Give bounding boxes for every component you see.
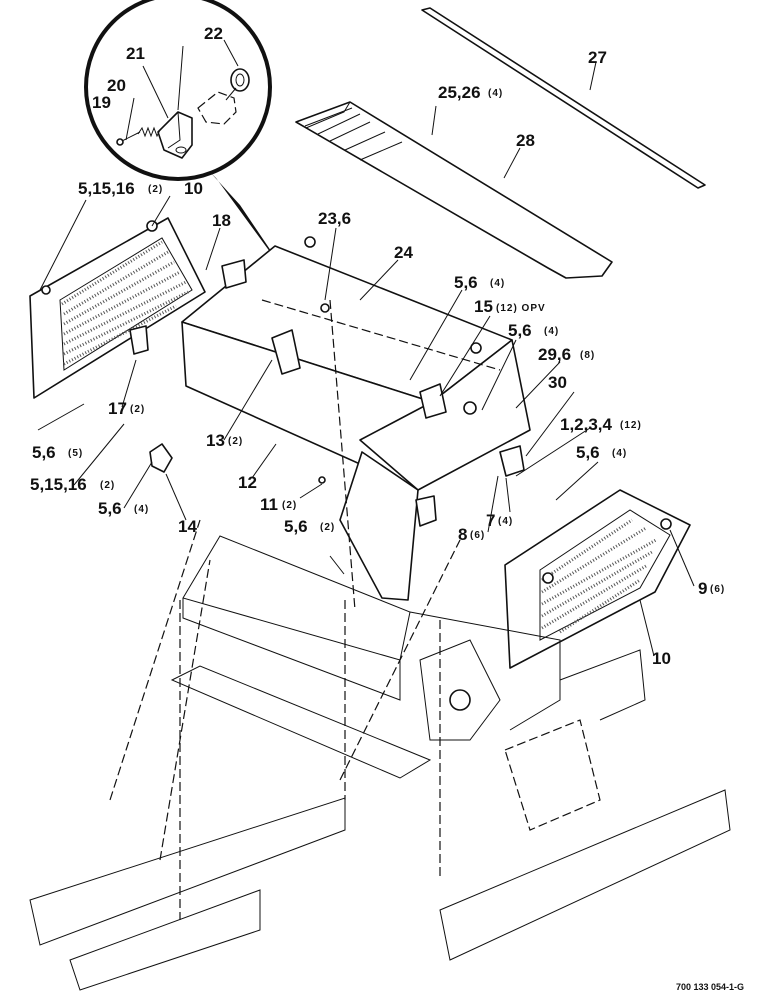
- callout-17-qty: (2): [130, 404, 145, 415]
- right-screen-10: [504, 489, 691, 669]
- callout-20: 20: [107, 76, 126, 95]
- callout-5-6-e: 5,6: [98, 499, 122, 518]
- callout-22: 22: [204, 24, 223, 43]
- leader-lines: [37, 39, 695, 657]
- callout-5-6-b: 5,6: [508, 321, 532, 340]
- callout-5-6-c-qty: (5): [68, 448, 83, 459]
- callout-5-15-16-bot-qty: (2): [100, 480, 115, 491]
- callout-10-top: 10: [184, 179, 203, 198]
- callout-13: 13: [206, 431, 225, 450]
- callout-5-6-d: 5,6: [576, 443, 600, 462]
- bracket-17: [129, 325, 149, 355]
- shield-24: [181, 245, 531, 611]
- callout-5-6-c: 5,6: [32, 443, 56, 462]
- strip-27: [421, 7, 706, 189]
- callout-24: 24: [394, 243, 413, 262]
- callout-28: 28: [516, 131, 535, 150]
- frame: [29, 519, 731, 991]
- hardware: [41, 220, 672, 584]
- callout-15: 15: [474, 297, 493, 316]
- callout-1-2-3-4: 1,2,3,4: [560, 415, 613, 434]
- bracket-8: [415, 495, 437, 527]
- callout-8: 8: [458, 525, 467, 544]
- callout-11-qty: (2): [282, 500, 297, 511]
- callout-5-6-a-qty: (4): [490, 278, 505, 289]
- callout-17: 17: [108, 399, 127, 418]
- callout-5-6-f-qty: (2): [320, 522, 335, 533]
- callout-7: 7: [486, 511, 495, 530]
- callout-18: 18: [212, 211, 231, 230]
- callout-30: 30: [548, 373, 567, 392]
- callout-5-6-e-qty: (4): [134, 504, 149, 515]
- latch-13: [271, 329, 301, 375]
- callout-9-qty: (6): [710, 584, 725, 595]
- callout-5-6-d-qty: (4): [612, 448, 627, 459]
- callout-25-26: 25,26: [438, 83, 481, 102]
- callout-1-2-3-4-qty: (12): [620, 420, 642, 431]
- callout-25-26-qty: (4): [488, 88, 503, 99]
- callout-13-qty: (2): [228, 436, 243, 447]
- callout-14: 14: [178, 517, 197, 536]
- callout-21: 21: [126, 44, 145, 63]
- bracket-14: [149, 443, 173, 473]
- callout-5-15-16-top-qty: (2): [148, 184, 163, 195]
- detail-circle: [84, 0, 292, 282]
- callout-11: 11: [260, 495, 278, 514]
- bracket-30: [499, 445, 525, 477]
- callout-29-6-qty: (8): [580, 350, 595, 361]
- callout-5-15-16-bot: 5,15,16: [30, 475, 87, 494]
- left-screen-10: [29, 217, 206, 399]
- callout-5-6-b-qty: (4): [544, 326, 559, 337]
- latch-15: [419, 383, 447, 419]
- callout-5-6-f: 5,6: [284, 517, 308, 536]
- figure-code: 700 133 054-1-G: [676, 982, 744, 992]
- callout-27: 27: [588, 48, 607, 67]
- callout-9: 9: [698, 579, 707, 598]
- top-panel-28: [295, 101, 613, 279]
- callout-29-6: 29,6: [538, 345, 571, 364]
- callout-7-qty: (4): [498, 516, 513, 527]
- callout-19: 19: [92, 93, 111, 112]
- callout-5-6-a: 5,6: [454, 273, 478, 292]
- callout-23-6: 23,6: [318, 209, 351, 228]
- callout-8-qty: (6): [470, 530, 485, 541]
- bracket-18: [221, 259, 247, 289]
- callout-12: 12: [238, 473, 257, 492]
- callout-5-15-16-top: 5,15,16: [78, 179, 135, 198]
- callout-10-bot: 10: [652, 649, 671, 668]
- callouts: 19 20 21 22 27 25,26 (4) 28 5,15,16 (2) …: [30, 24, 725, 668]
- callout-15-qty: (12) OPV: [496, 303, 546, 314]
